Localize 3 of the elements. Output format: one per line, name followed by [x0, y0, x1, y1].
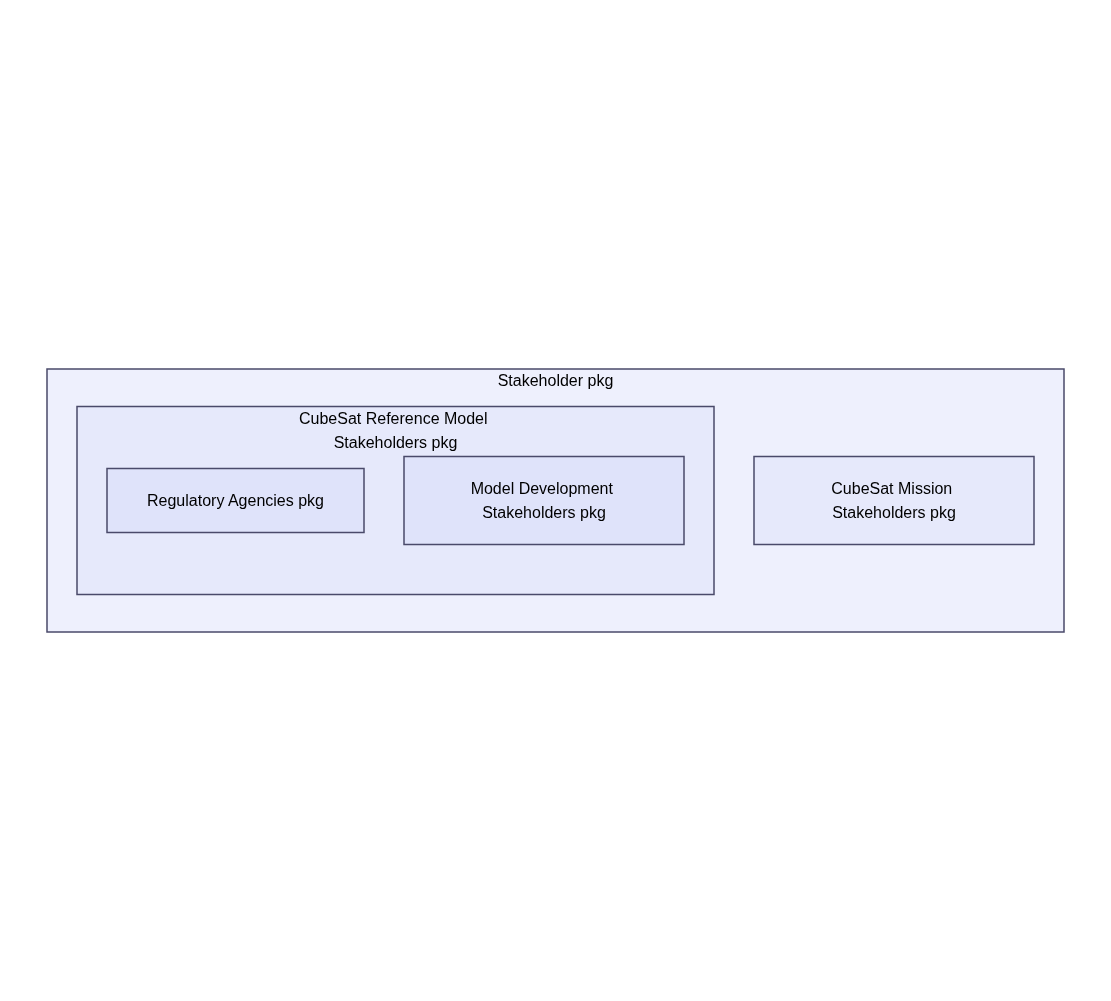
node-box: Regulatory Agencies pkg	[106, 467, 365, 534]
node-box: Model Development Stakeholders pkg	[403, 455, 685, 546]
node-box: CubeSat Mission Stakeholders pkg	[753, 455, 1035, 546]
